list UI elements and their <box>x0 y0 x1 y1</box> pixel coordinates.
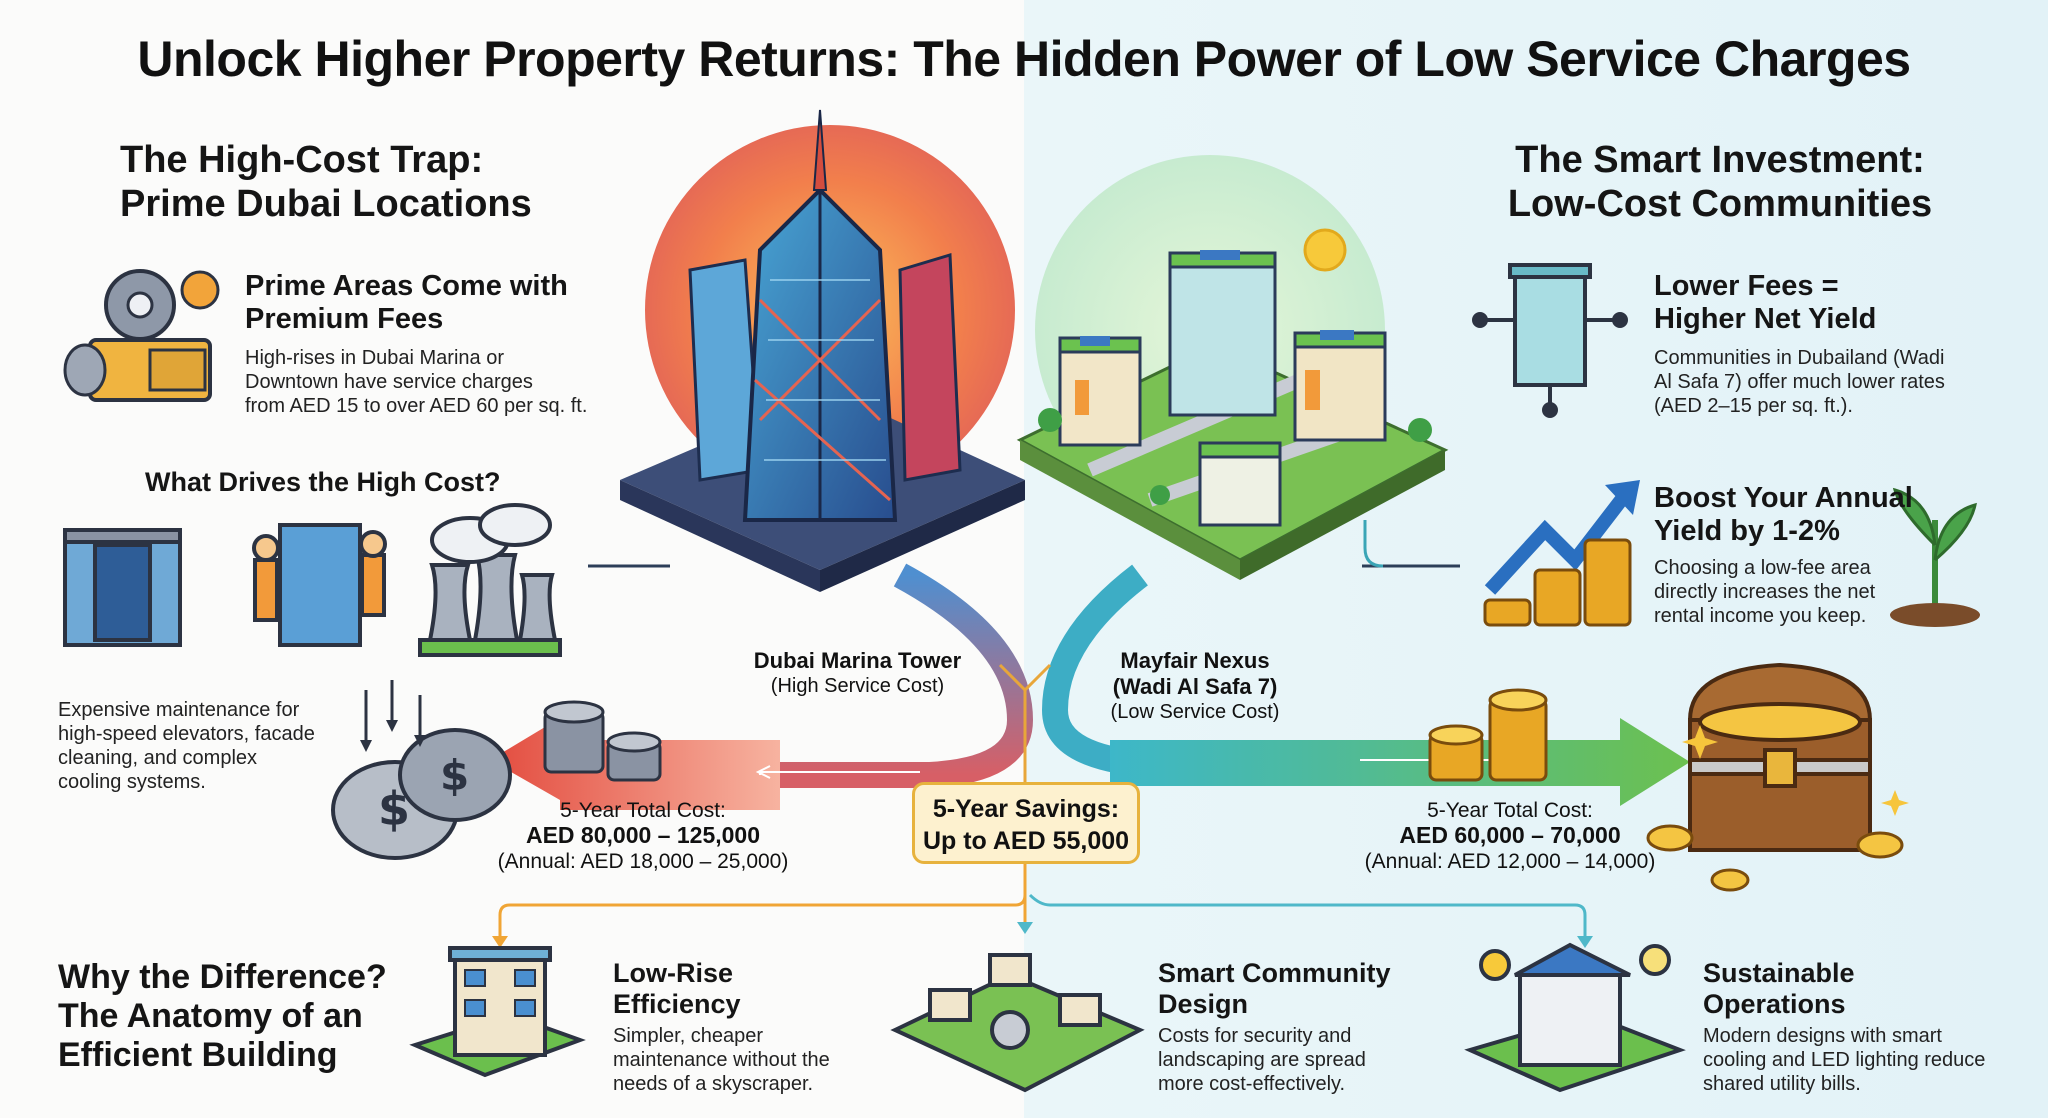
heading-line: The Anatomy of an <box>58 997 363 1035</box>
community-layout-icon <box>890 953 1145 1093</box>
feature-title-line: Efficiency <box>613 989 741 1019</box>
feature-title-line: Low-Rise <box>613 958 734 988</box>
elevator-machine-icon <box>63 528 182 647</box>
svg-text:$: $ <box>378 782 410 836</box>
title-line: Boost Your Annual <box>1654 482 1913 514</box>
low-rise-building-icon <box>409 946 586 1078</box>
treasure-chest-icon <box>1687 662 1873 852</box>
connector-to-sustainable <box>1028 893 1587 940</box>
low-cost-arrow <box>1110 718 1690 806</box>
feature-text-line: Simpler, cheaper <box>613 1025 764 1047</box>
feature-text-line: shared utility bills. <box>1703 1073 1861 1095</box>
feature-text-line: Modern designs with smart <box>1703 1025 1942 1047</box>
text-line: Choosing a low-fee area <box>1654 557 1871 579</box>
community-subtitle: (Low Service Cost) <box>1110 701 1280 723</box>
title-line: Lower Fees = <box>1654 270 1839 302</box>
right-section-heading: The Smart Investment: Low-Cost Communiti… <box>1470 138 1970 226</box>
connector-to-low-rise <box>498 864 1027 940</box>
cost-drivers-text: Expensive maintenance for high-speed ele… <box>58 698 315 794</box>
high-cost-flow-path <box>760 563 1034 788</box>
feature-title-line: Sustainable <box>1703 958 1855 988</box>
text-line: rental income you keep. <box>1654 605 1867 627</box>
feature-text-line: cooling and LED lighting reduce <box>1703 1049 1986 1071</box>
prime-fees-title: Prime Areas Come with Premium Fees <box>245 270 568 336</box>
feature-text-line: landscaping are spread <box>1158 1049 1366 1071</box>
left-section-heading: The High-Cost Trap: Prime Dubai Location… <box>120 138 532 226</box>
title-line: Premium Fees <box>245 303 444 335</box>
text-line: directly increases the net <box>1654 581 1876 603</box>
savings-line: 5-Year Savings: <box>932 795 1120 823</box>
text-line: cleaning, and complex <box>58 747 258 769</box>
text-line: Downtown have service charges <box>245 371 533 393</box>
anatomy-heading: Why the Difference? The Anatomy of an Ef… <box>58 958 387 1075</box>
community-label: Mayfair Nexus (Wadi Al Safa 7) (Low Serv… <box>1085 648 1305 724</box>
high-cost-summary: 5-Year Total Cost: AED 80,000 – 125,000 … <box>478 798 808 874</box>
text-line: Expensive maintenance for <box>58 699 300 721</box>
text-line: Al Safa 7) offer much lower rates <box>1654 371 1945 393</box>
feature-smart-community: Smart Community Design Costs for securit… <box>1158 958 1391 1096</box>
svg-text:$: $ <box>440 751 469 800</box>
gold-coin-stack-icon <box>1428 688 1548 782</box>
boost-yield-text: Choosing a low-fee area directly increas… <box>1654 556 1875 628</box>
sun-icon <box>1303 228 1347 272</box>
building-network-icon <box>1472 263 1628 418</box>
facade-cleaning-workers-icon <box>252 523 387 647</box>
tower-name: Dubai Marina Tower <box>753 648 962 673</box>
right-heading-line: Low-Cost Communities <box>1507 183 1933 225</box>
left-heading-line: The High-Cost Trap: <box>120 139 484 181</box>
feature-title-line: Smart Community <box>1158 958 1391 988</box>
coin-stack-grey-icon <box>543 700 662 782</box>
community-name: (Wadi Al Safa 7) <box>1112 674 1278 699</box>
savings-line: Up to AED 55,000 <box>922 827 1130 855</box>
cost-label: 5-Year Total Cost: <box>1427 799 1593 822</box>
text-line: Communities in Dubailand (Wadi <box>1654 347 1945 369</box>
cost-annual: (Annual: AED 18,000 – 25,000) <box>497 850 789 873</box>
feature-text-line: more cost-effectively. <box>1158 1073 1346 1095</box>
lower-fees-title: Lower Fees = Higher Net Yield <box>1654 270 1876 336</box>
feature-text-line: needs of a skyscraper. <box>613 1073 814 1095</box>
feature-text-line: Costs for security and <box>1158 1025 1352 1047</box>
solar-building-icon <box>1464 942 1686 1093</box>
cooling-towers-icon <box>418 503 562 657</box>
low-cost-summary: 5-Year Total Cost: AED 60,000 – 70,000 (… <box>1345 798 1675 874</box>
heading-line: Why the Difference? <box>58 958 387 996</box>
tower-subtitle: (High Service Cost) <box>770 675 945 697</box>
community-name: Mayfair Nexus <box>1120 648 1270 673</box>
title-line: Yield by 1-2% <box>1654 515 1840 547</box>
text-line: from AED 15 to over AED 60 per sq. ft. <box>245 395 588 417</box>
boost-yield-title: Boost Your Annual Yield by 1-2% <box>1654 482 1913 548</box>
gears-machinery-icon <box>63 269 220 402</box>
text-line: High-rises in Dubai Marina or <box>245 347 504 369</box>
sparkle-icon <box>1682 725 1909 816</box>
text-line: (AED 2–15 per sq. ft.). <box>1654 395 1853 417</box>
heading-line: Efficient Building <box>58 1036 338 1074</box>
title-line: Higher Net Yield <box>1654 303 1877 335</box>
right-heading-line: The Smart Investment: <box>1515 139 1925 181</box>
title-line: Prime Areas Come with <box>245 270 568 302</box>
text-line: cooling systems. <box>58 771 206 793</box>
page-title: Unlock Higher Property Returns: The Hidd… <box>137 31 1911 87</box>
cost-drivers-title: What Drives the High Cost? <box>145 467 501 497</box>
savings-badge: 5-Year Savings: Up to AED 55,000 <box>912 782 1140 864</box>
text-line: high-speed elevators, facade <box>58 723 315 745</box>
prime-fees-text: High-rises in Dubai Marina or Downtown h… <box>245 346 587 418</box>
lower-fees-text: Communities in Dubailand (Wadi Al Safa 7… <box>1654 346 1945 418</box>
left-heading-line: Prime Dubai Locations <box>120 183 532 225</box>
growth-chart-icon <box>1483 480 1640 627</box>
tower-label: Dubai Marina Tower (High Service Cost) <box>720 648 995 698</box>
cost-value: AED 60,000 – 70,000 <box>1399 822 1621 848</box>
cost-value: AED 80,000 – 125,000 <box>525 822 760 848</box>
feature-sustainable: Sustainable Operations Modern designs wi… <box>1703 958 1985 1096</box>
feature-text-line: maintenance without the <box>613 1049 830 1071</box>
cost-annual: (Annual: AED 12,000 – 14,000) <box>1364 850 1656 873</box>
feature-low-rise: Low-Rise Efficiency Simpler, cheaper mai… <box>613 958 830 1096</box>
cost-label: 5-Year Total Cost: <box>560 799 726 822</box>
falling-coins-icon: $ $ <box>331 680 512 860</box>
sprout-icon <box>1890 487 1980 627</box>
feature-title-line: Operations <box>1703 989 1846 1019</box>
feature-title-line: Design <box>1158 989 1249 1019</box>
